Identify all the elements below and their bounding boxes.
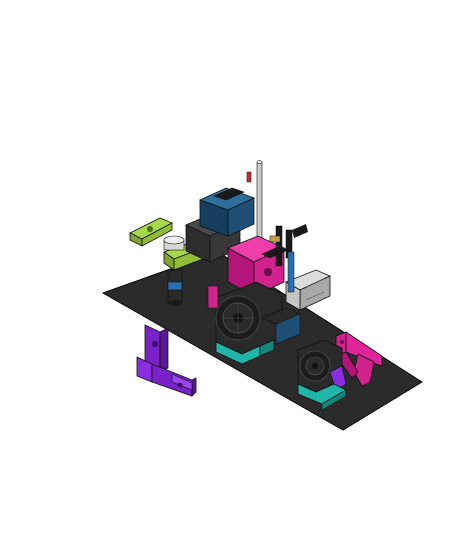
teal-duct-main xyxy=(215,339,275,365)
secondary-fan xyxy=(297,339,343,393)
black-tubes xyxy=(269,224,308,267)
magenta-bracket-right xyxy=(335,331,383,387)
blue-strip xyxy=(287,251,295,293)
purple-bracket xyxy=(136,324,197,397)
small-blue-part xyxy=(261,307,301,345)
hotend-cylinder xyxy=(163,235,185,306)
teal-duct-secondary xyxy=(297,383,347,411)
magenta-side-part xyxy=(207,285,219,309)
main-blower-fan xyxy=(215,281,283,355)
silver-rod xyxy=(246,160,263,253)
blue-electronics-box xyxy=(198,187,256,237)
